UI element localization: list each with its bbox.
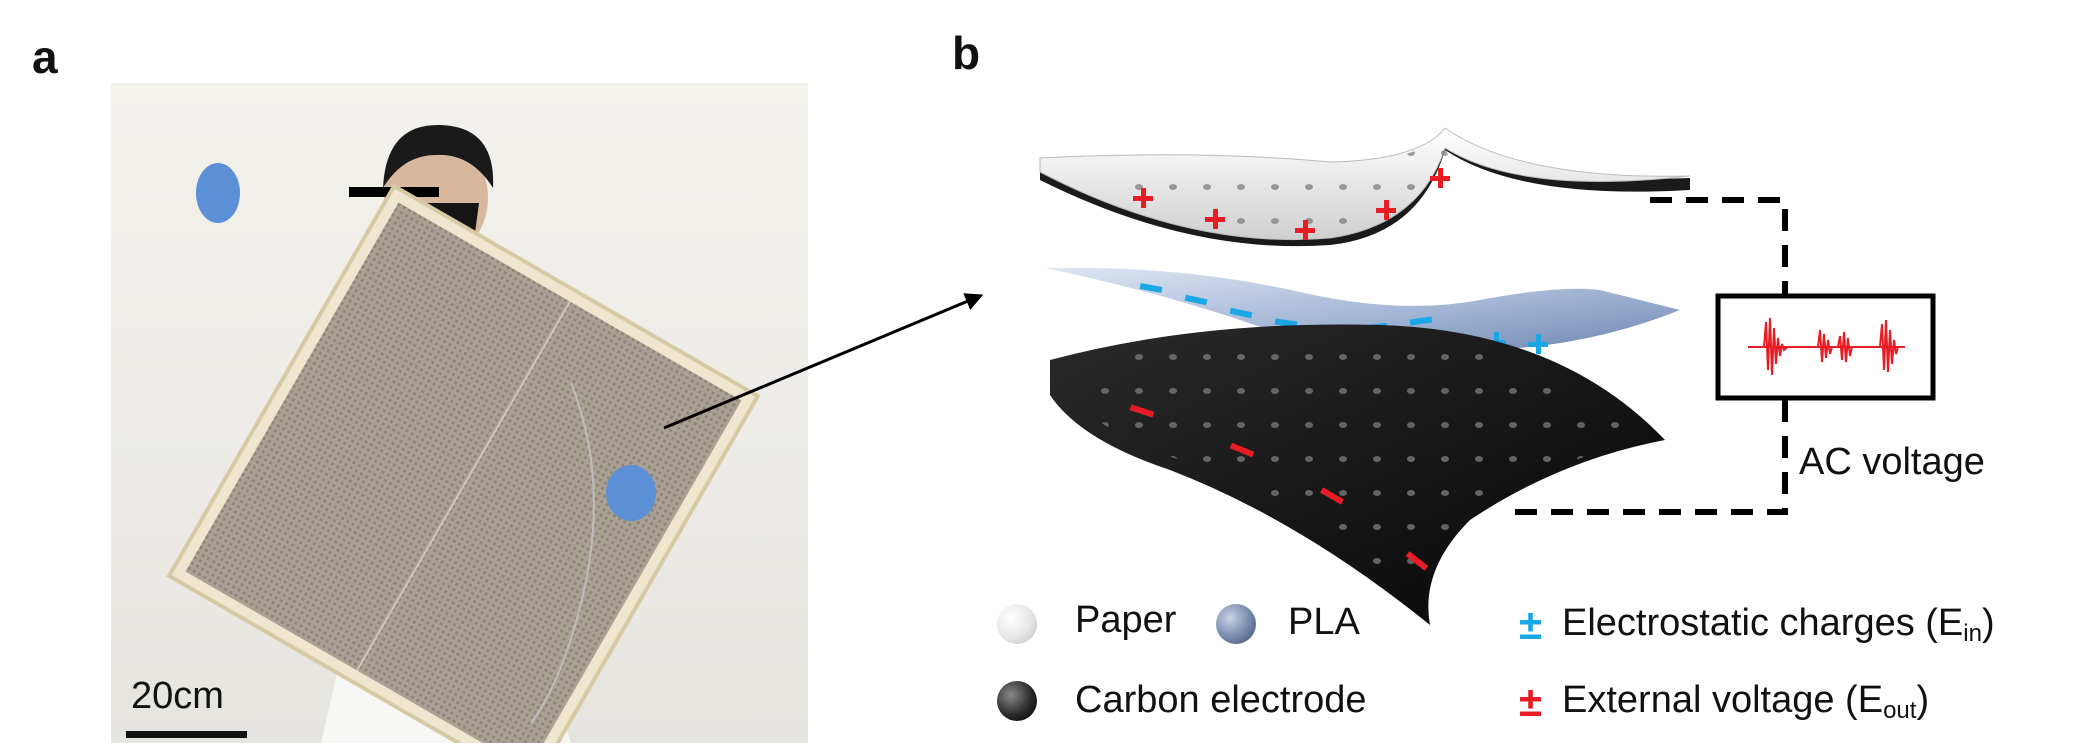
- panel-label-a: a: [32, 31, 58, 83]
- scale-bar: [126, 731, 247, 738]
- top-layer: [1039, 127, 1691, 247]
- electrostatic-text: Electrostatic charges (E: [1562, 602, 1964, 644]
- photo-illustration: [166, 124, 761, 743]
- carbon-legend-icon: [997, 681, 1037, 721]
- blue-plus-minus-icon: ±: [1519, 601, 1543, 648]
- zoom-arrow: [663, 293, 984, 430]
- red-minus-charges: [1129, 404, 1429, 571]
- legend-pla-label: PLA: [1288, 601, 1360, 643]
- red-plus-5: [1430, 168, 1450, 188]
- hair: [383, 124, 494, 188]
- scale-bar-label: 20cm: [131, 675, 224, 717]
- circuit-wire-bottom: [1505, 400, 1788, 515]
- external-text: External voltage (E: [1562, 679, 1884, 721]
- red-plus-4: [1376, 200, 1396, 220]
- device-board: [166, 183, 761, 743]
- electrostatic-subscript: in: [1963, 620, 1982, 647]
- circuit-wire-top: [1650, 197, 1788, 294]
- ac-waveform: [1748, 317, 1905, 376]
- legend-external-label: External voltage (Eout): [1562, 681, 1929, 723]
- board-seam: [356, 301, 571, 671]
- pla-legend-icon: [1216, 604, 1256, 644]
- pla-layer: [1045, 267, 1680, 350]
- paper-legend-icon: [997, 604, 1037, 644]
- electrostatic-close-paren: ): [1981, 602, 1995, 644]
- red-plus-minus-icon: ±: [1519, 678, 1543, 725]
- panel-label-b: b: [952, 27, 981, 79]
- red-plus-3: [1295, 220, 1315, 240]
- red-plus-1: [1133, 188, 1153, 208]
- top-layer-charges: [1133, 168, 1450, 240]
- wire: [530, 382, 595, 724]
- red-plus-2: [1205, 209, 1225, 229]
- carbon-holes: [1080, 337, 1640, 600]
- photo-panel: 20cm: [111, 83, 808, 743]
- paper-holes: [1100, 135, 1450, 231]
- external-close-paren: ): [1916, 679, 1930, 721]
- glove-left: [196, 163, 240, 223]
- external-subscript: out: [1883, 697, 1917, 724]
- legend-carbon-label: Carbon electrode: [1075, 679, 1367, 721]
- legend-electrostatic-label: Electrostatic charges (Ein): [1562, 604, 1995, 646]
- ac-voltage-label: AC voltage: [1799, 441, 1985, 483]
- glove-right: [606, 465, 656, 521]
- legend-paper-label: Paper: [1075, 599, 1177, 641]
